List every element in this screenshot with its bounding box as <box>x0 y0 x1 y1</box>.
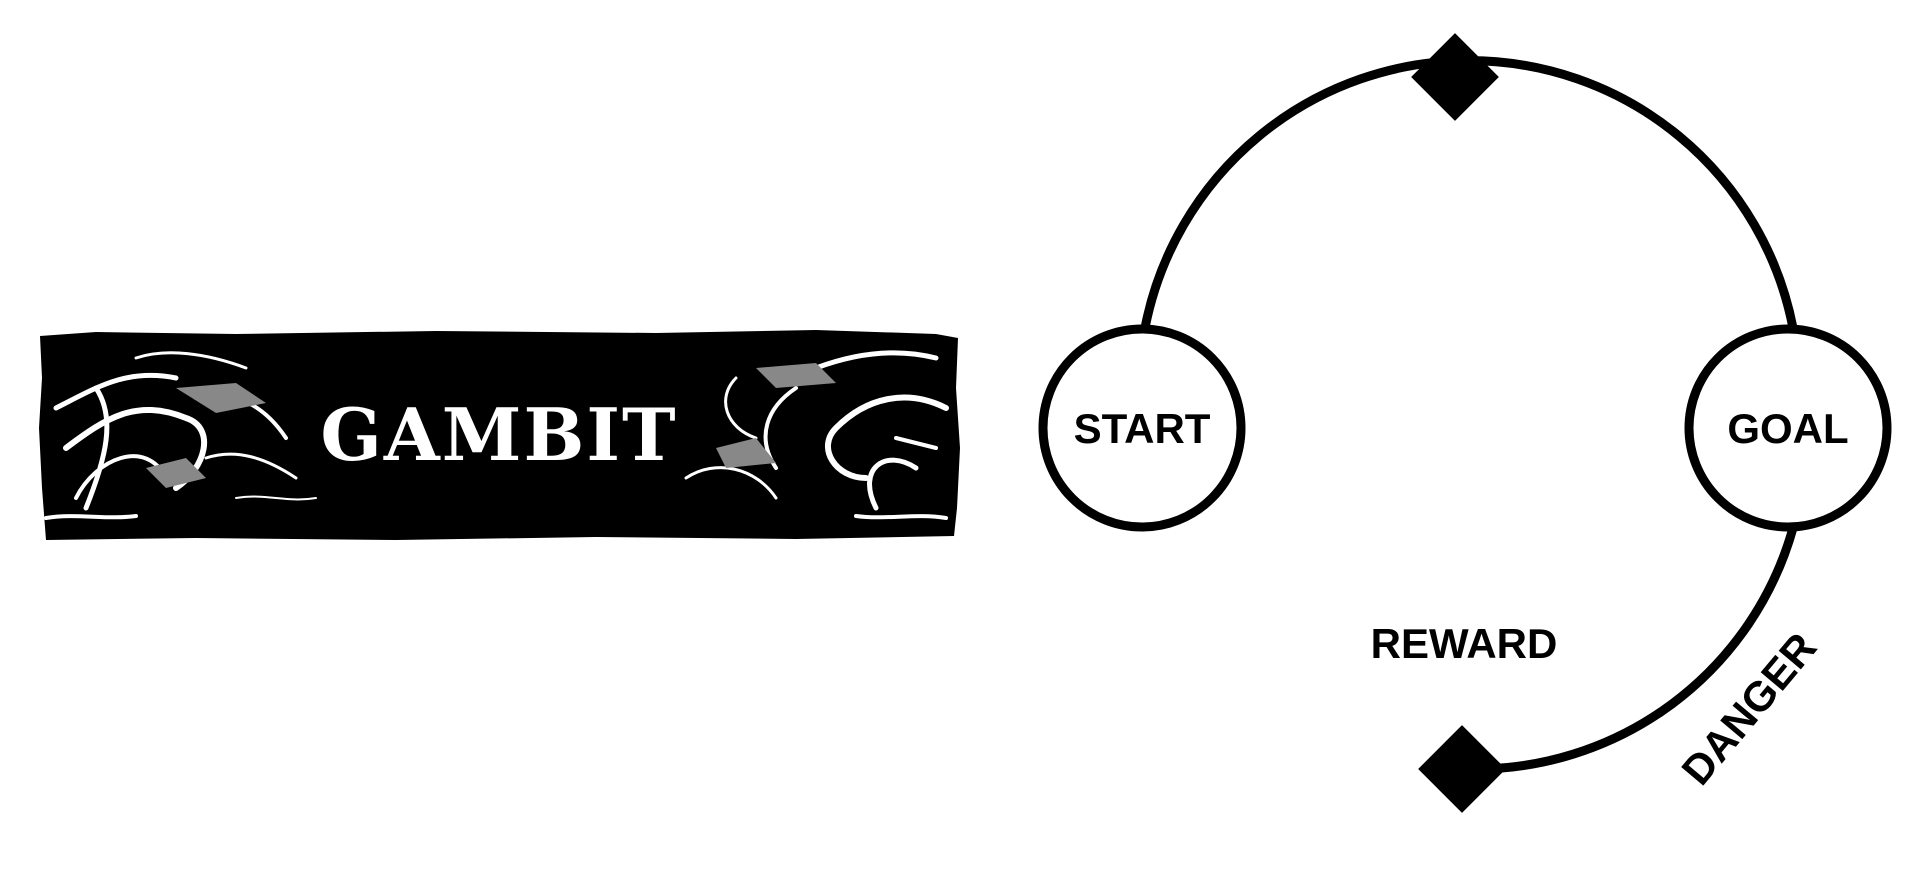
lower-path <box>1468 526 1798 774</box>
diagram-canvas: START GOAL REWARD DANGER <box>1038 33 1892 813</box>
banner-left-shading <box>146 383 266 488</box>
start-node-circle <box>1038 324 1246 532</box>
goal-node-circle <box>1684 324 1892 532</box>
reward-label: REWARD <box>1371 620 1558 667</box>
banner-title: GAMBIT <box>320 392 678 477</box>
start-node-label: START <box>1074 405 1211 452</box>
banner-band <box>39 330 960 540</box>
bottom-diamond-marker <box>1418 725 1506 813</box>
top-diamond-marker <box>1411 33 1499 121</box>
danger-label: DANGER <box>1672 624 1825 794</box>
start-node: START <box>1038 324 1246 532</box>
goal-node-label: GOAL <box>1727 405 1848 452</box>
banner-artwork <box>39 330 960 540</box>
path-diagram: START GOAL REWARD DANGER <box>1000 0 1920 870</box>
banner-right-shading <box>716 363 836 468</box>
goal-node: GOAL <box>1684 324 1892 532</box>
gambit-banner: GAMBIT <box>36 328 962 542</box>
